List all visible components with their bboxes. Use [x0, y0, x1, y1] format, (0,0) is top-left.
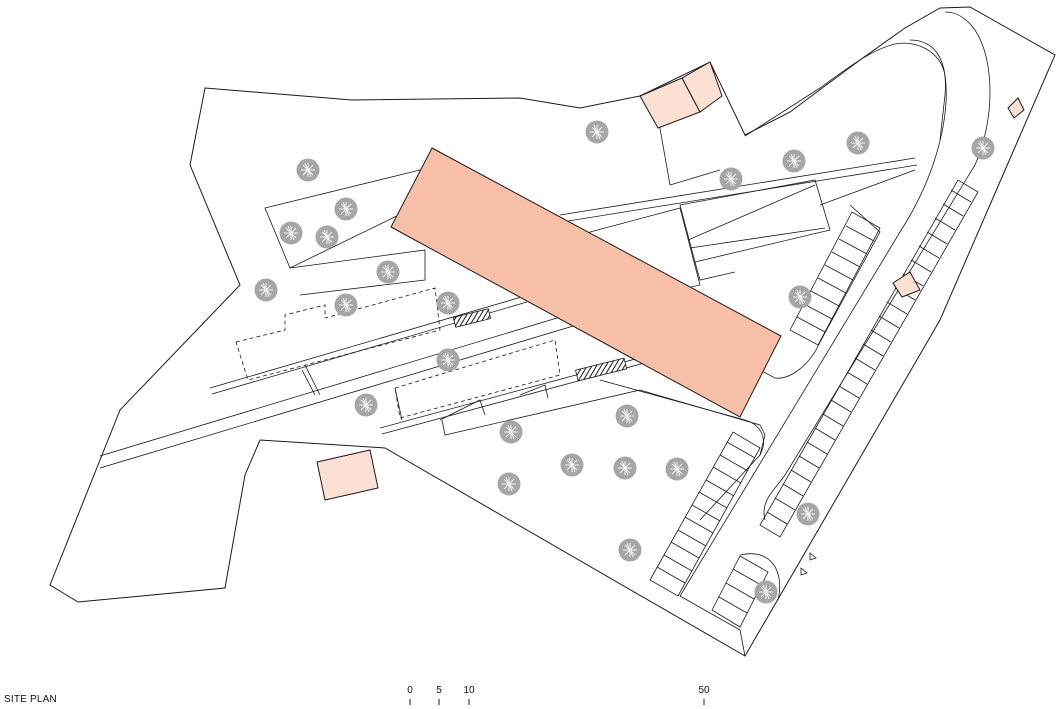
parking-bays-west-north — [789, 211, 881, 346]
tree-symbol-icon — [560, 453, 584, 477]
kiosk-north-east — [1007, 97, 1025, 119]
walkway-f — [561, 164, 918, 223]
outbuilding-south-west — [316, 449, 379, 501]
site-boundary — [49, 6, 1056, 657]
tree-symbol-icon — [754, 580, 778, 604]
tree-symbol-icon — [796, 502, 820, 526]
south-road-edge — [679, 595, 746, 657]
tree-symbol-icon — [846, 131, 870, 155]
main-building — [390, 147, 782, 418]
walkway-g — [819, 169, 916, 206]
tree-symbol-icon — [782, 149, 806, 173]
scale-bar: 0 5 10 50 — [407, 685, 710, 705]
scale-tick-label-50: 50 — [698, 685, 710, 696]
tree-symbol-icon — [618, 538, 642, 562]
access-road-inner — [763, 11, 991, 521]
east-pocket-edge — [759, 204, 881, 379]
south-annex-lines — [301, 364, 549, 421]
main-drive-edge-a — [99, 304, 601, 457]
north-arrow-icon — [800, 552, 817, 576]
tree-symbol-icon — [296, 158, 320, 182]
tree-symbol-icon — [788, 285, 812, 309]
scale-tick-label-5: 5 — [436, 685, 442, 696]
outbuilding-north-east — [681, 61, 723, 113]
lower-courtyard — [441, 389, 766, 521]
drawing-title: SITE PLAN — [4, 694, 57, 705]
kiosk-east — [892, 271, 921, 298]
scale-tick-label-10: 10 — [463, 685, 475, 696]
garden-outline-mid — [289, 249, 426, 296]
tree-symbol-icon — [254, 278, 278, 302]
tree-symbol-icon — [279, 221, 303, 245]
entrance-canopy-lines — [687, 184, 826, 281]
parking-bays-west-south — [649, 431, 761, 597]
tree-symbol-icon — [613, 456, 637, 480]
tree-symbol-icon — [971, 136, 995, 160]
tree-symbol-icon — [436, 291, 460, 315]
future-footprint-west — [235, 287, 441, 381]
scale-tick-label-0: 0 — [407, 685, 413, 696]
tree-symbol-icon — [315, 225, 339, 249]
access-road-outer — [679, 42, 947, 597]
tree-symbol-icon — [436, 348, 460, 372]
lower-road-loop — [739, 553, 781, 601]
tree-symbol-icon — [665, 457, 689, 481]
hatched-ramp-south — [575, 357, 628, 382]
tree-symbol-icon — [354, 393, 378, 417]
access-road-ring — [909, 39, 946, 141]
garden-north-east — [654, 99, 721, 186]
tree-symbol-icon — [334, 197, 358, 221]
main-drive-edge-b — [99, 317, 601, 469]
tree-symbol-icon — [376, 260, 400, 284]
tree-symbol-icon — [615, 404, 639, 428]
tree-symbol-icon — [499, 420, 523, 444]
tree-symbol-icon — [334, 293, 358, 317]
future-footprint-south — [394, 339, 561, 419]
walkway-a — [209, 295, 526, 389]
parking-bays-south — [711, 555, 769, 628]
tree-symbol-icon — [585, 120, 609, 144]
entrance-canopy — [679, 179, 831, 263]
south-lawn-edge — [599, 379, 764, 456]
hatched-ramp-north — [452, 308, 492, 328]
tree-symbol-icon — [719, 167, 743, 191]
parking-bays-east — [759, 179, 979, 538]
tree-symbol-icon — [497, 472, 521, 496]
